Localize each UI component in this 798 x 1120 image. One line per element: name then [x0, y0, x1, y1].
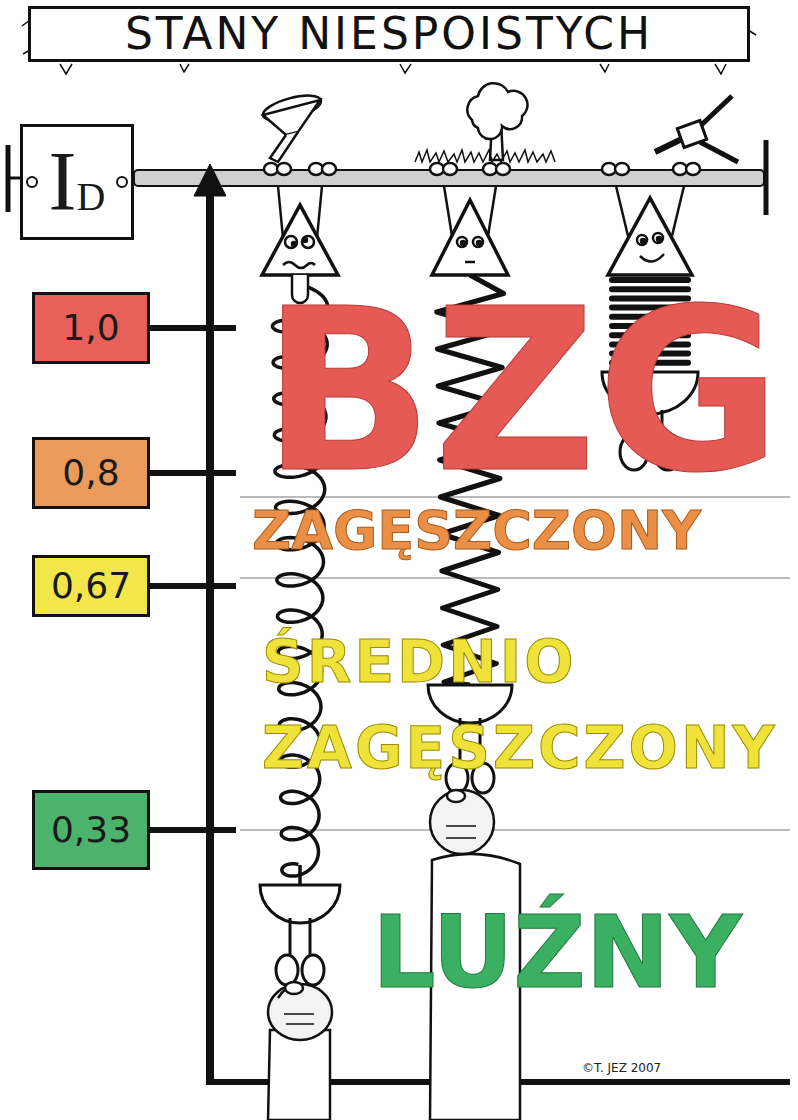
dense-figure [615, 163, 629, 175]
value-box: 0,67 [32, 555, 150, 617]
value-box: 0,33 [32, 790, 150, 870]
label-slot: ŚREDNIO ZAGĘSZCZONY [262, 619, 792, 791]
right-hand [430, 790, 494, 854]
loose-cup [276, 955, 298, 985]
left-hand [268, 982, 332, 1120]
value-text: 0,8 [62, 455, 119, 491]
value-text: 0,67 [51, 568, 131, 604]
clamp-icon [700, 142, 738, 162]
dense-figure [641, 239, 645, 243]
medium-figure [430, 163, 510, 275]
funnel-icon [260, 91, 323, 162]
scale-axis [150, 470, 236, 476]
right-hand [446, 826, 476, 838]
state-label: BZG [262, 279, 781, 504]
dense-figure [602, 163, 700, 275]
funnel-icon [270, 132, 298, 162]
dense-figure [637, 235, 647, 245]
hanging-rod [764, 140, 769, 215]
clamp-icon [655, 96, 738, 162]
dense-figure [640, 254, 664, 262]
medium-figure [477, 241, 481, 245]
medium-figure [457, 237, 467, 247]
value-box: 0,8 [32, 437, 150, 509]
medium-figure [444, 186, 452, 236]
id-box-screws [27, 177, 37, 187]
dense-figure [653, 233, 663, 243]
zone-divider [240, 829, 790, 830]
title-banner: STANY NIESPOISTYCH [28, 6, 750, 62]
symbol-box: ID [20, 124, 134, 240]
medium-figure [488, 186, 496, 236]
symbol-text: ID [49, 140, 106, 224]
loose-figure [262, 205, 338, 275]
label-slot: ©T. JEZ 2007 [582, 1062, 661, 1074]
state-label: ZAGĘSZCZONY [252, 504, 701, 558]
loose-cup [302, 955, 324, 985]
left-hand [284, 1014, 314, 1024]
funnel-icon [263, 100, 320, 135]
banner-decoration [60, 64, 726, 74]
left-hand [285, 982, 303, 994]
scale-axis [150, 827, 236, 833]
scale-axis [150, 583, 236, 589]
scale-axis [150, 325, 236, 331]
state-label: ŚREDNIO ZAGĘSZCZONY [262, 619, 792, 791]
value-box: 1,0 [32, 292, 150, 364]
label-slot: LUŹNY [372, 903, 742, 1003]
dense-figure [616, 186, 628, 236]
loose-figure [322, 163, 336, 175]
scale-axis [150, 164, 790, 1082]
loose-figure [302, 236, 314, 248]
scale-axis [206, 190, 214, 1082]
medium-figure [465, 261, 475, 264]
loose-figure [277, 163, 291, 175]
value-text: 0,33 [51, 812, 131, 848]
id-box-screws [117, 177, 127, 187]
loose-cup [260, 885, 340, 985]
loose-figure [317, 186, 322, 238]
loose-cup [309, 918, 312, 958]
dense-figure [672, 186, 684, 236]
label-slot: BZG [262, 279, 781, 504]
medium-figure [432, 200, 508, 275]
dense-figure [657, 237, 661, 241]
loose-cup [260, 885, 340, 923]
copyright-note: ©T. JEZ 2007 [582, 1062, 661, 1074]
loose-figure [303, 238, 307, 242]
medium-figure [496, 163, 510, 175]
tree-icon [467, 83, 527, 139]
loose-figure [283, 262, 315, 268]
dense-figure [686, 163, 700, 175]
loose-spring [298, 865, 302, 885]
value-text: 1,0 [62, 310, 119, 346]
left-hand [268, 1030, 330, 1120]
label-slot: ZAGĘSZCZONY [252, 504, 701, 558]
loose-cup [289, 918, 292, 958]
dense-figure [608, 198, 692, 275]
medium-figure [461, 241, 465, 245]
clamp-icon [677, 120, 706, 147]
right-hand [447, 790, 465, 802]
tree-icon [415, 150, 555, 162]
scale-axis [194, 164, 226, 196]
zone-divider [240, 577, 790, 578]
medium-figure [443, 163, 457, 175]
title-text: STANY NIESPOISTYCH [125, 12, 653, 56]
loose-figure [292, 242, 296, 246]
tree-icon [415, 83, 555, 162]
loose-figure [278, 186, 283, 238]
loose-figure [285, 236, 297, 248]
state-label: LUŹNY [372, 903, 742, 1003]
hanging-rod [6, 145, 11, 212]
medium-figure [473, 237, 483, 247]
